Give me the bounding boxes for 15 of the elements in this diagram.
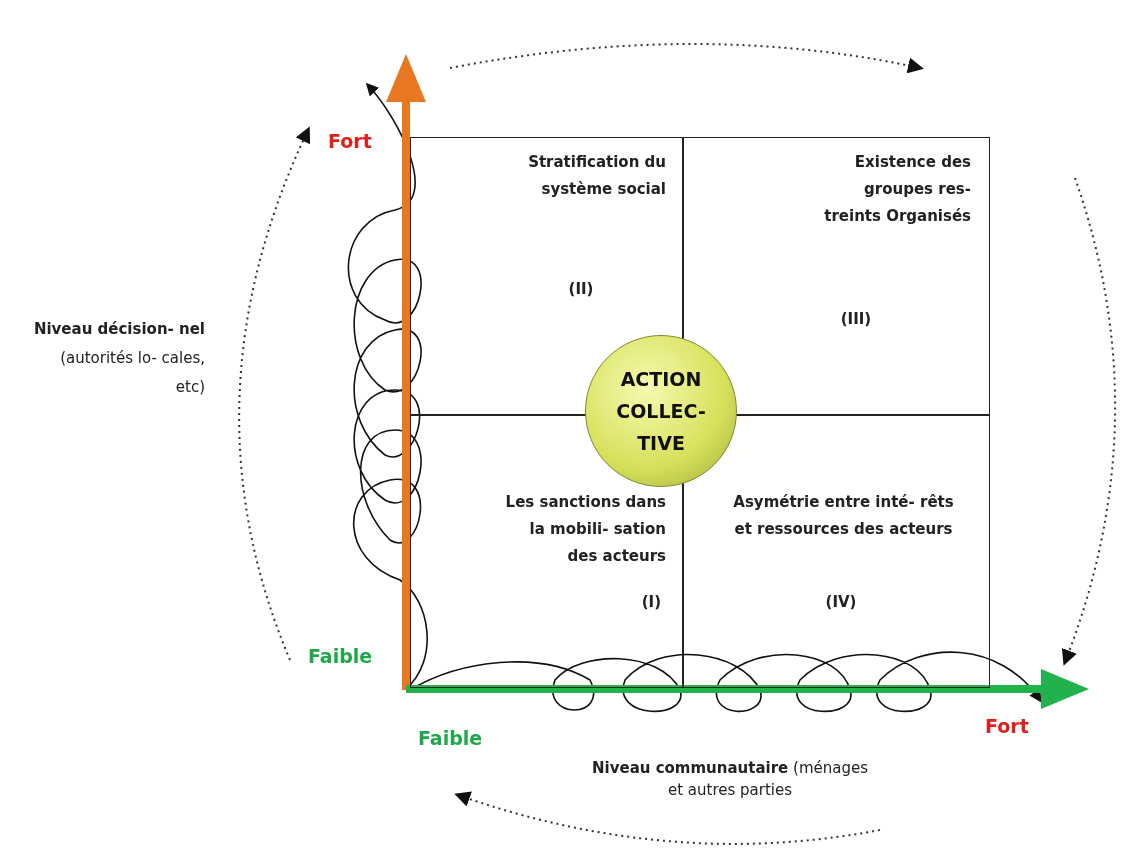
quadrant-number: (I) <box>640 592 661 613</box>
axis-label: Fort <box>985 715 1030 737</box>
axis-label: Faible <box>308 645 374 667</box>
quadrant-number: (IV) <box>824 592 858 613</box>
axis-title: Niveau décision- nel (autorités lo- cales, etc) <box>32 319 205 398</box>
circle-label: ACTION COLLEC- TIVE <box>616 367 706 456</box>
axis-label: Faible <box>418 727 484 749</box>
quadrant-heading: Asymétrie entre inté- rêts et ressources des acteurs <box>732 492 955 540</box>
quadrant-number: (III) <box>839 309 873 330</box>
quadrant-heading: Stratification du système social <box>527 152 666 200</box>
quadrant-heading: Les sanctions dans la mobili- sation des acteurs <box>504 492 666 567</box>
quadrant-heading: Existence des groupes res- treints Organisés <box>823 152 971 227</box>
axis-title: Niveau communautaire (ménages et autres parties <box>591 758 869 801</box>
quadrant-number: (II) <box>567 279 595 300</box>
axis-label: Fort <box>328 130 373 152</box>
